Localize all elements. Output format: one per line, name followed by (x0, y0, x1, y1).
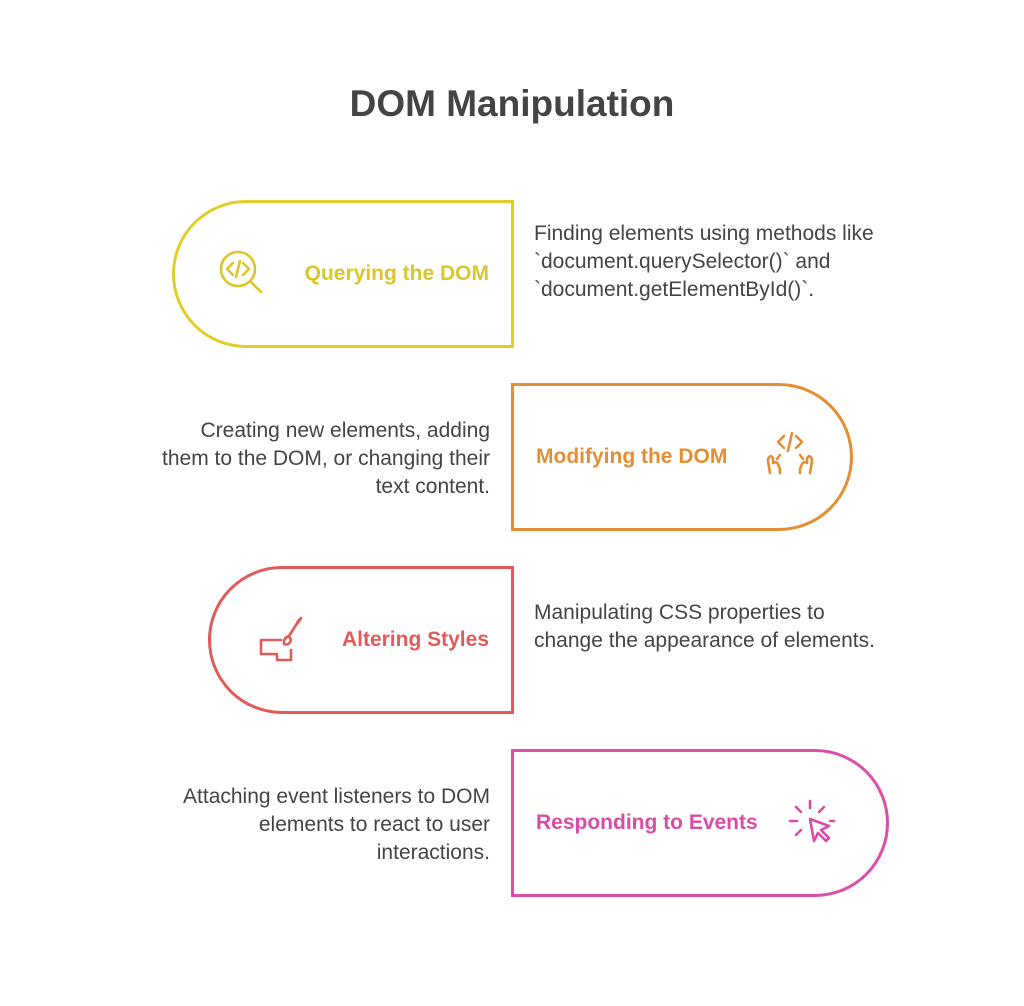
card-label-modifying: Modifying the DOM (536, 445, 728, 468)
altering-styles-card: Altering Styles (208, 566, 514, 714)
card-label-events: Responding to Events (536, 811, 758, 834)
description-querying: Finding elements using methods like `doc… (534, 222, 874, 301)
code-hands-icon (760, 427, 820, 487)
description-events: Attaching event listeners to DOM element… (183, 785, 490, 864)
code-search-icon (213, 244, 273, 304)
description-modifying: Creating new elements, adding them to th… (162, 419, 490, 498)
querying-the-dom-card: Querying the DOM (172, 200, 514, 348)
card-label-querying: Querying the DOM (304, 262, 489, 285)
card-label-styles: Altering Styles (341, 628, 489, 651)
cursor-click-icon (782, 793, 842, 853)
modifying-the-dom-card: Modifying the DOM (511, 383, 853, 531)
paintbrush-icon (251, 610, 311, 670)
diagram-title: DOM Manipulation (349, 83, 675, 124)
description-styles: Manipulating CSS properties to change th… (534, 601, 875, 652)
responding-to-events-card: Responding to Events (511, 749, 889, 897)
